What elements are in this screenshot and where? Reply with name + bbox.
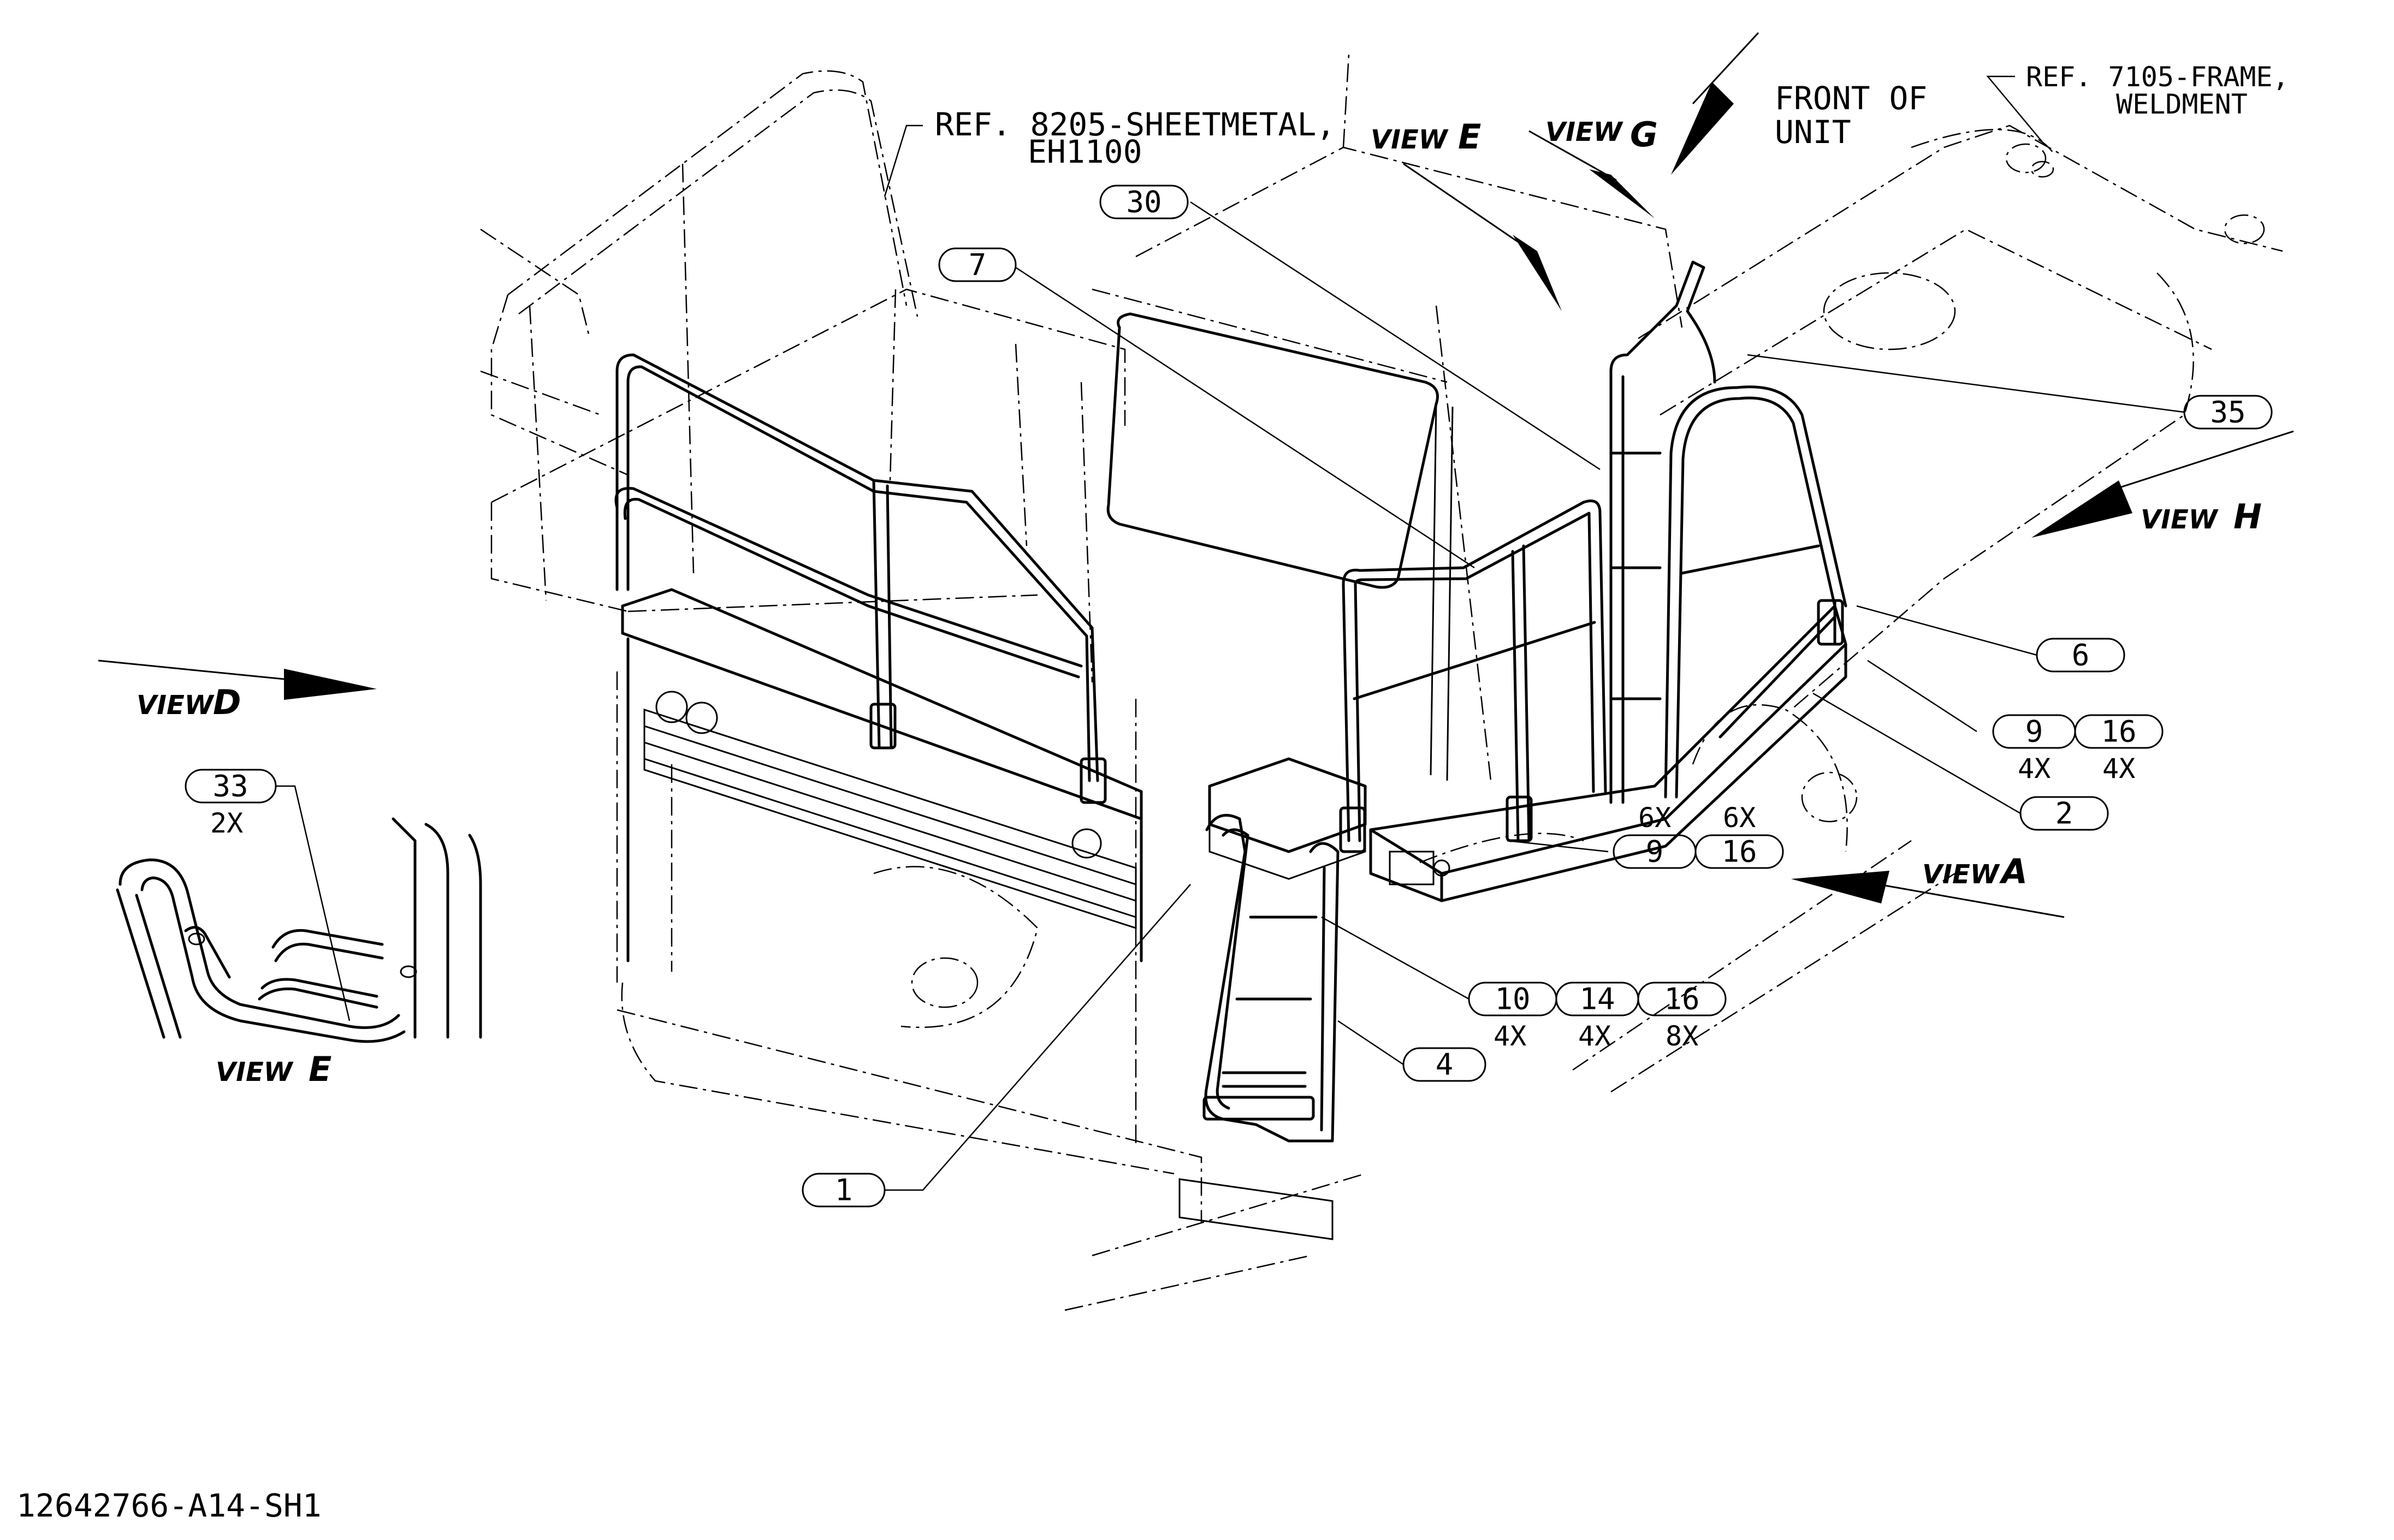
svg-text:4X: 4X bbox=[1578, 1020, 1611, 1052]
view-h-letter: H bbox=[2233, 497, 2262, 537]
handrail-assembly-left bbox=[614, 353, 1143, 962]
front-arrowhead bbox=[1671, 82, 1734, 175]
svg-text:6X: 6X bbox=[1723, 802, 1756, 834]
front-of-unit-line1: FRONT OF bbox=[1775, 80, 1927, 117]
svg-text:2X: 2X bbox=[210, 807, 243, 839]
svg-text:6: 6 bbox=[2072, 638, 2090, 673]
ref-frame-line1: REF. 7105-FRAME, bbox=[2026, 61, 2289, 93]
balloon-2: 2 bbox=[2019, 796, 2109, 831]
svg-text:2: 2 bbox=[2055, 796, 2073, 831]
view-e-detail-letter: E bbox=[309, 1049, 331, 1089]
view-label-a: VIEW A bbox=[1922, 852, 2028, 891]
view-label-e-top: VIEW E bbox=[1371, 117, 1481, 157]
view-e-top-prefix: VIEW bbox=[1371, 124, 1449, 155]
view-g-letter: G bbox=[1630, 115, 1658, 154]
balloon-33: 33 2X bbox=[185, 769, 277, 839]
svg-text:16: 16 bbox=[1721, 835, 1757, 869]
view-d-prefix: VIEW bbox=[137, 690, 215, 721]
svg-text:10: 10 bbox=[1495, 982, 1530, 1016]
view-label-g: VIEW G bbox=[1545, 115, 1658, 154]
view-arrows bbox=[98, 32, 2294, 918]
svg-text:16: 16 bbox=[2101, 715, 2136, 749]
svg-text:6X: 6X bbox=[1638, 802, 1671, 834]
balloon-7: 7 bbox=[938, 247, 1017, 282]
svg-text:7: 7 bbox=[969, 248, 987, 282]
balloon-4: 4 bbox=[1402, 1047, 1486, 1082]
grating-panel bbox=[643, 691, 1137, 930]
reference-note-frame: REF. 7105-FRAME, WELDMENT bbox=[2026, 61, 2289, 120]
view-h-arrowhead bbox=[2031, 480, 2132, 538]
leader-lines bbox=[276, 75, 2185, 1191]
cab-window bbox=[1106, 312, 1454, 781]
svg-text:4X: 4X bbox=[2018, 753, 2051, 784]
balloon-14: 14 4X bbox=[1555, 982, 1639, 1052]
svg-text:35: 35 bbox=[2210, 395, 2245, 430]
view-e-arrowhead bbox=[1513, 235, 1562, 311]
svg-text:9: 9 bbox=[1646, 835, 1664, 869]
view-g-arrowhead bbox=[1589, 169, 1655, 218]
view-label-d: VIEW D bbox=[137, 682, 241, 722]
balloon-16-mid: 16 6X bbox=[1694, 802, 1784, 869]
svg-text:30: 30 bbox=[1126, 185, 1162, 219]
svg-text:4X: 4X bbox=[2102, 753, 2135, 784]
svg-text:14: 14 bbox=[1579, 982, 1615, 1016]
balloon-9-mid: 9 6X bbox=[1613, 802, 1697, 869]
front-of-unit-note: FRONT OF UNIT bbox=[1775, 80, 1927, 151]
view-label-h: VIEW H bbox=[2141, 497, 2262, 537]
balloon-35: 35 bbox=[2183, 395, 2273, 430]
balloon-1: 1 bbox=[802, 1173, 886, 1208]
balloon-30: 30 bbox=[1099, 185, 1189, 219]
view-e-top-letter: E bbox=[1458, 117, 1481, 157]
balloon-9-right: 9 4X bbox=[1992, 714, 2076, 784]
view-a-letter: A bbox=[1999, 852, 2028, 891]
balloon-16-low: 16 8X bbox=[1637, 982, 1727, 1052]
drawing-number: 12642766-A14-SH1 bbox=[16, 1487, 322, 1524]
detail-view-e bbox=[116, 817, 482, 1043]
svg-text:1: 1 bbox=[835, 1173, 853, 1208]
view-g-prefix: VIEW bbox=[1545, 117, 1623, 147]
svg-text:8X: 8X bbox=[1666, 1020, 1698, 1052]
balloon-10: 10 4X bbox=[1468, 982, 1557, 1052]
ref-frame-line2: WELDMENT bbox=[2116, 88, 2248, 120]
view-d-letter: D bbox=[213, 682, 241, 722]
view-label-e-detail: VIEW E bbox=[216, 1049, 331, 1089]
view-a-prefix: VIEW bbox=[1922, 859, 2000, 890]
svg-text:4: 4 bbox=[1436, 1048, 1454, 1082]
view-e-detail-prefix: VIEW bbox=[216, 1057, 294, 1087]
svg-text:33: 33 bbox=[212, 769, 248, 804]
ref-sheetmetal-line1: REF. 8205-SHEETMETAL, bbox=[935, 106, 1335, 143]
access-ladder bbox=[1178, 813, 1340, 1240]
handrail-assembly-right bbox=[1339, 260, 1847, 902]
svg-text:9: 9 bbox=[2025, 715, 2043, 749]
balloon-6: 6 bbox=[2036, 638, 2125, 673]
balloon-16-right: 16 4X bbox=[2074, 714, 2164, 784]
view-d-arrowhead bbox=[284, 669, 377, 700]
svg-text:16: 16 bbox=[1664, 982, 1699, 1016]
front-of-unit-line2: UNIT bbox=[1775, 114, 1851, 151]
phantom-sheetmetal bbox=[480, 54, 2283, 1311]
reference-note-sheetmetal: REF. 8205-SHEETMETAL, EH1100 bbox=[935, 106, 1335, 170]
view-h-prefix: VIEW bbox=[2141, 504, 2219, 535]
svg-text:4X: 4X bbox=[1494, 1020, 1526, 1052]
ref-sheetmetal-line2: EH1100 bbox=[1028, 133, 1142, 170]
view-a-arrowhead bbox=[1791, 871, 1889, 903]
